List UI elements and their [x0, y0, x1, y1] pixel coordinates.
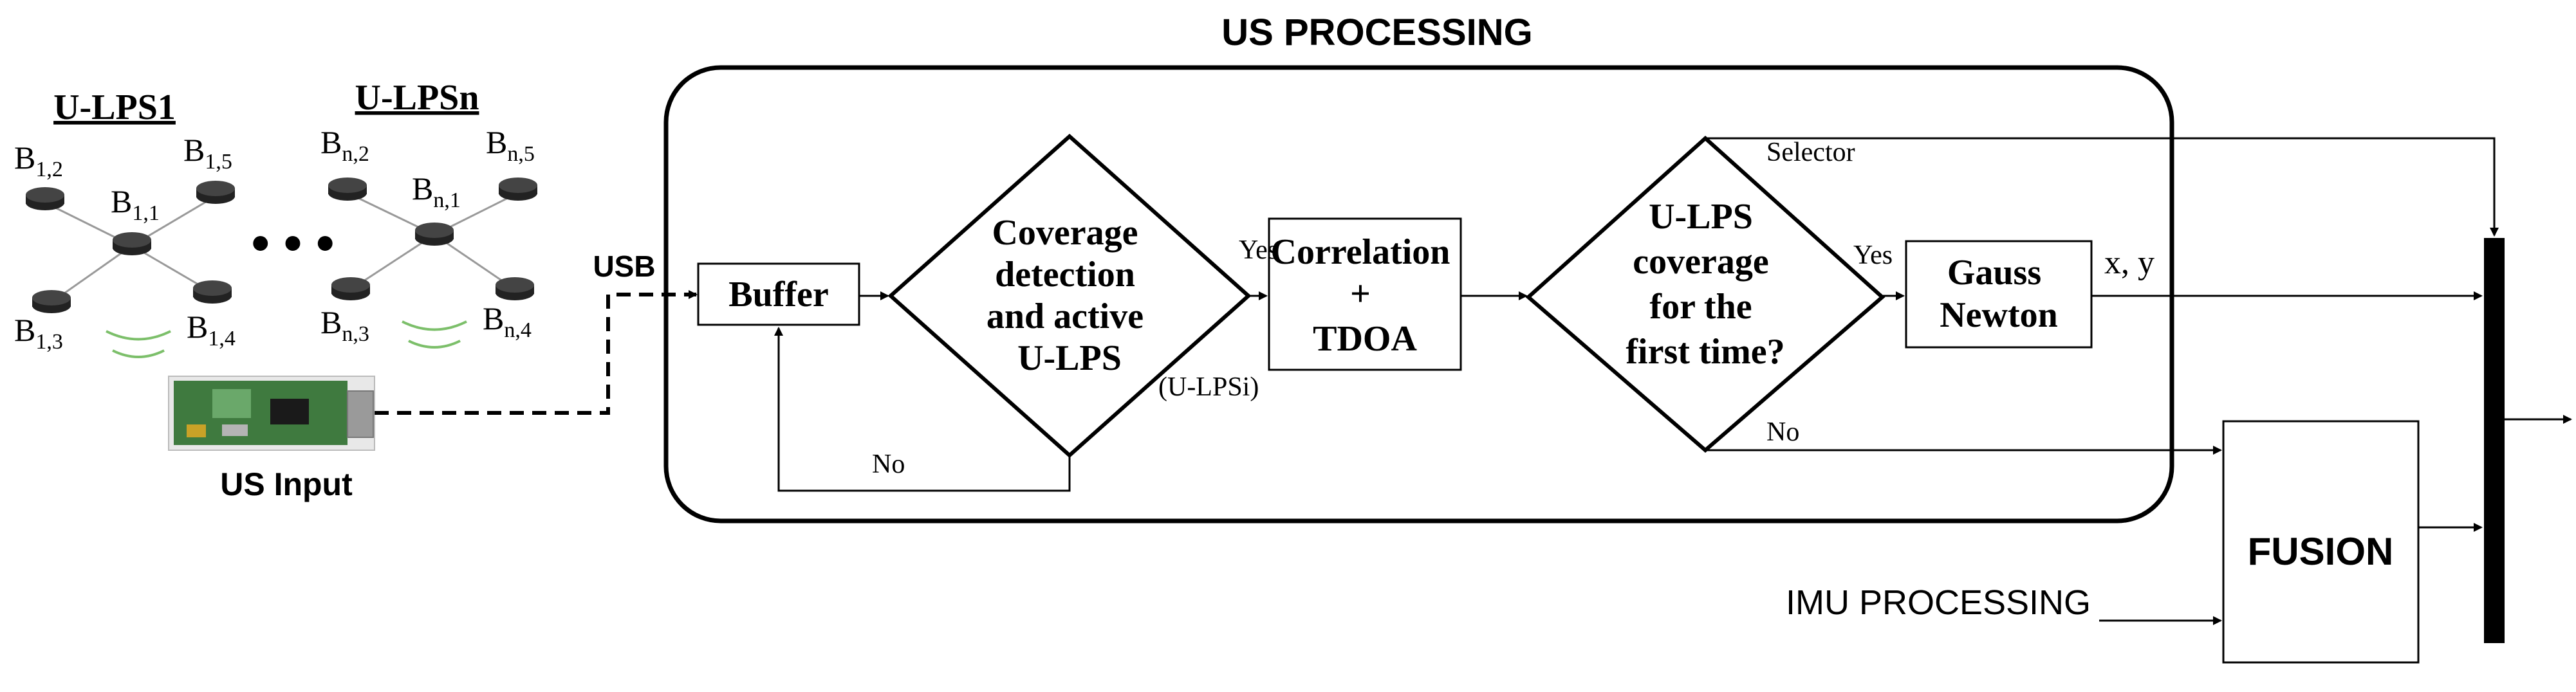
selector-arrow — [1705, 137, 2499, 237]
gauss-newton-block — [1905, 240, 2093, 349]
beacon-label: B1,3 — [14, 312, 63, 354]
gauss-newton-label: Gauss Newton — [1940, 253, 2058, 335]
ulpsi-label: (U-LPSi) — [1158, 372, 1259, 402]
coverage-decision — [887, 133, 1252, 459]
correlation-tdoa-block — [1268, 217, 1462, 371]
buffer-label: Buffer — [728, 275, 829, 314]
us-input-label: US Input — [220, 466, 353, 502]
ulps1-title: U-LPS1 — [53, 87, 176, 127]
beacon-icon — [196, 181, 235, 204]
beacon-icon — [113, 232, 151, 255]
beacon-icon — [26, 187, 64, 210]
beacon-label: B1,1 — [111, 183, 160, 225]
yes-label: Yes — [1239, 235, 1278, 265]
ulpsn-group: U-LPSn Bn,2 Bn,5 Bn,1 Bn,3 Bn,4 — [320, 78, 537, 349]
usb-label: USB — [593, 250, 655, 283]
beacon-icon — [331, 277, 370, 300]
beacon-icon — [415, 223, 454, 246]
usb-receiver-device-icon — [168, 376, 375, 451]
diagram-title: US PROCESSING — [1221, 12, 1532, 53]
ellipsis: • • • — [252, 214, 334, 271]
beacon-label: Bn,3 — [320, 304, 369, 346]
beacon-icon — [496, 277, 534, 300]
beacon-label: Bn,5 — [486, 124, 535, 166]
beacon-label: Bn,2 — [320, 124, 369, 166]
output-bus-bar — [2484, 238, 2505, 643]
beacon-icon — [499, 178, 537, 201]
imu-processing-label: IMU PROCESSING — [1786, 583, 2091, 622]
signal-wave-icon — [402, 320, 467, 331]
beacon-label: Bn,4 — [483, 300, 532, 342]
signal-wave-icon — [408, 340, 461, 349]
beacon-icon — [32, 290, 71, 313]
beacon-label: B1,2 — [14, 140, 63, 181]
no-label: No — [872, 450, 905, 479]
xy-label: x, y — [2104, 244, 2154, 281]
buffer-block — [697, 262, 860, 326]
no-label: No — [1766, 417, 1799, 447]
correlation-tdoa-label: Correlation + TDOA — [1271, 232, 1459, 359]
beacon-icon — [193, 280, 232, 304]
beacon-label: B1,5 — [183, 132, 232, 174]
usb-connection — [375, 290, 698, 415]
fusion-block — [2222, 420, 2420, 664]
signal-wave-icon — [112, 349, 165, 358]
yes-label: Yes — [1853, 241, 1893, 270]
ulps1-group: U-LPS1 B1,2 B1,5 B1,1 B1,3 B1,4 — [14, 87, 236, 358]
ulpsn-title: U-LPSn — [355, 78, 479, 118]
beacon-label: Bn,1 — [412, 170, 461, 212]
coverage-no-loop-arrow — [774, 327, 1071, 492]
selector-label: Selector — [1766, 138, 1855, 167]
beacon-icon — [328, 178, 367, 201]
signal-wave-icon — [106, 330, 171, 341]
coverage-label: Coverage detection and active U-LPS — [987, 213, 1153, 378]
fusion-label: FUSION — [2248, 530, 2394, 573]
beacon-label: B1,4 — [187, 309, 236, 351]
first-time-coverage-label: U-LPS coverage for the first time? — [1626, 197, 1784, 372]
